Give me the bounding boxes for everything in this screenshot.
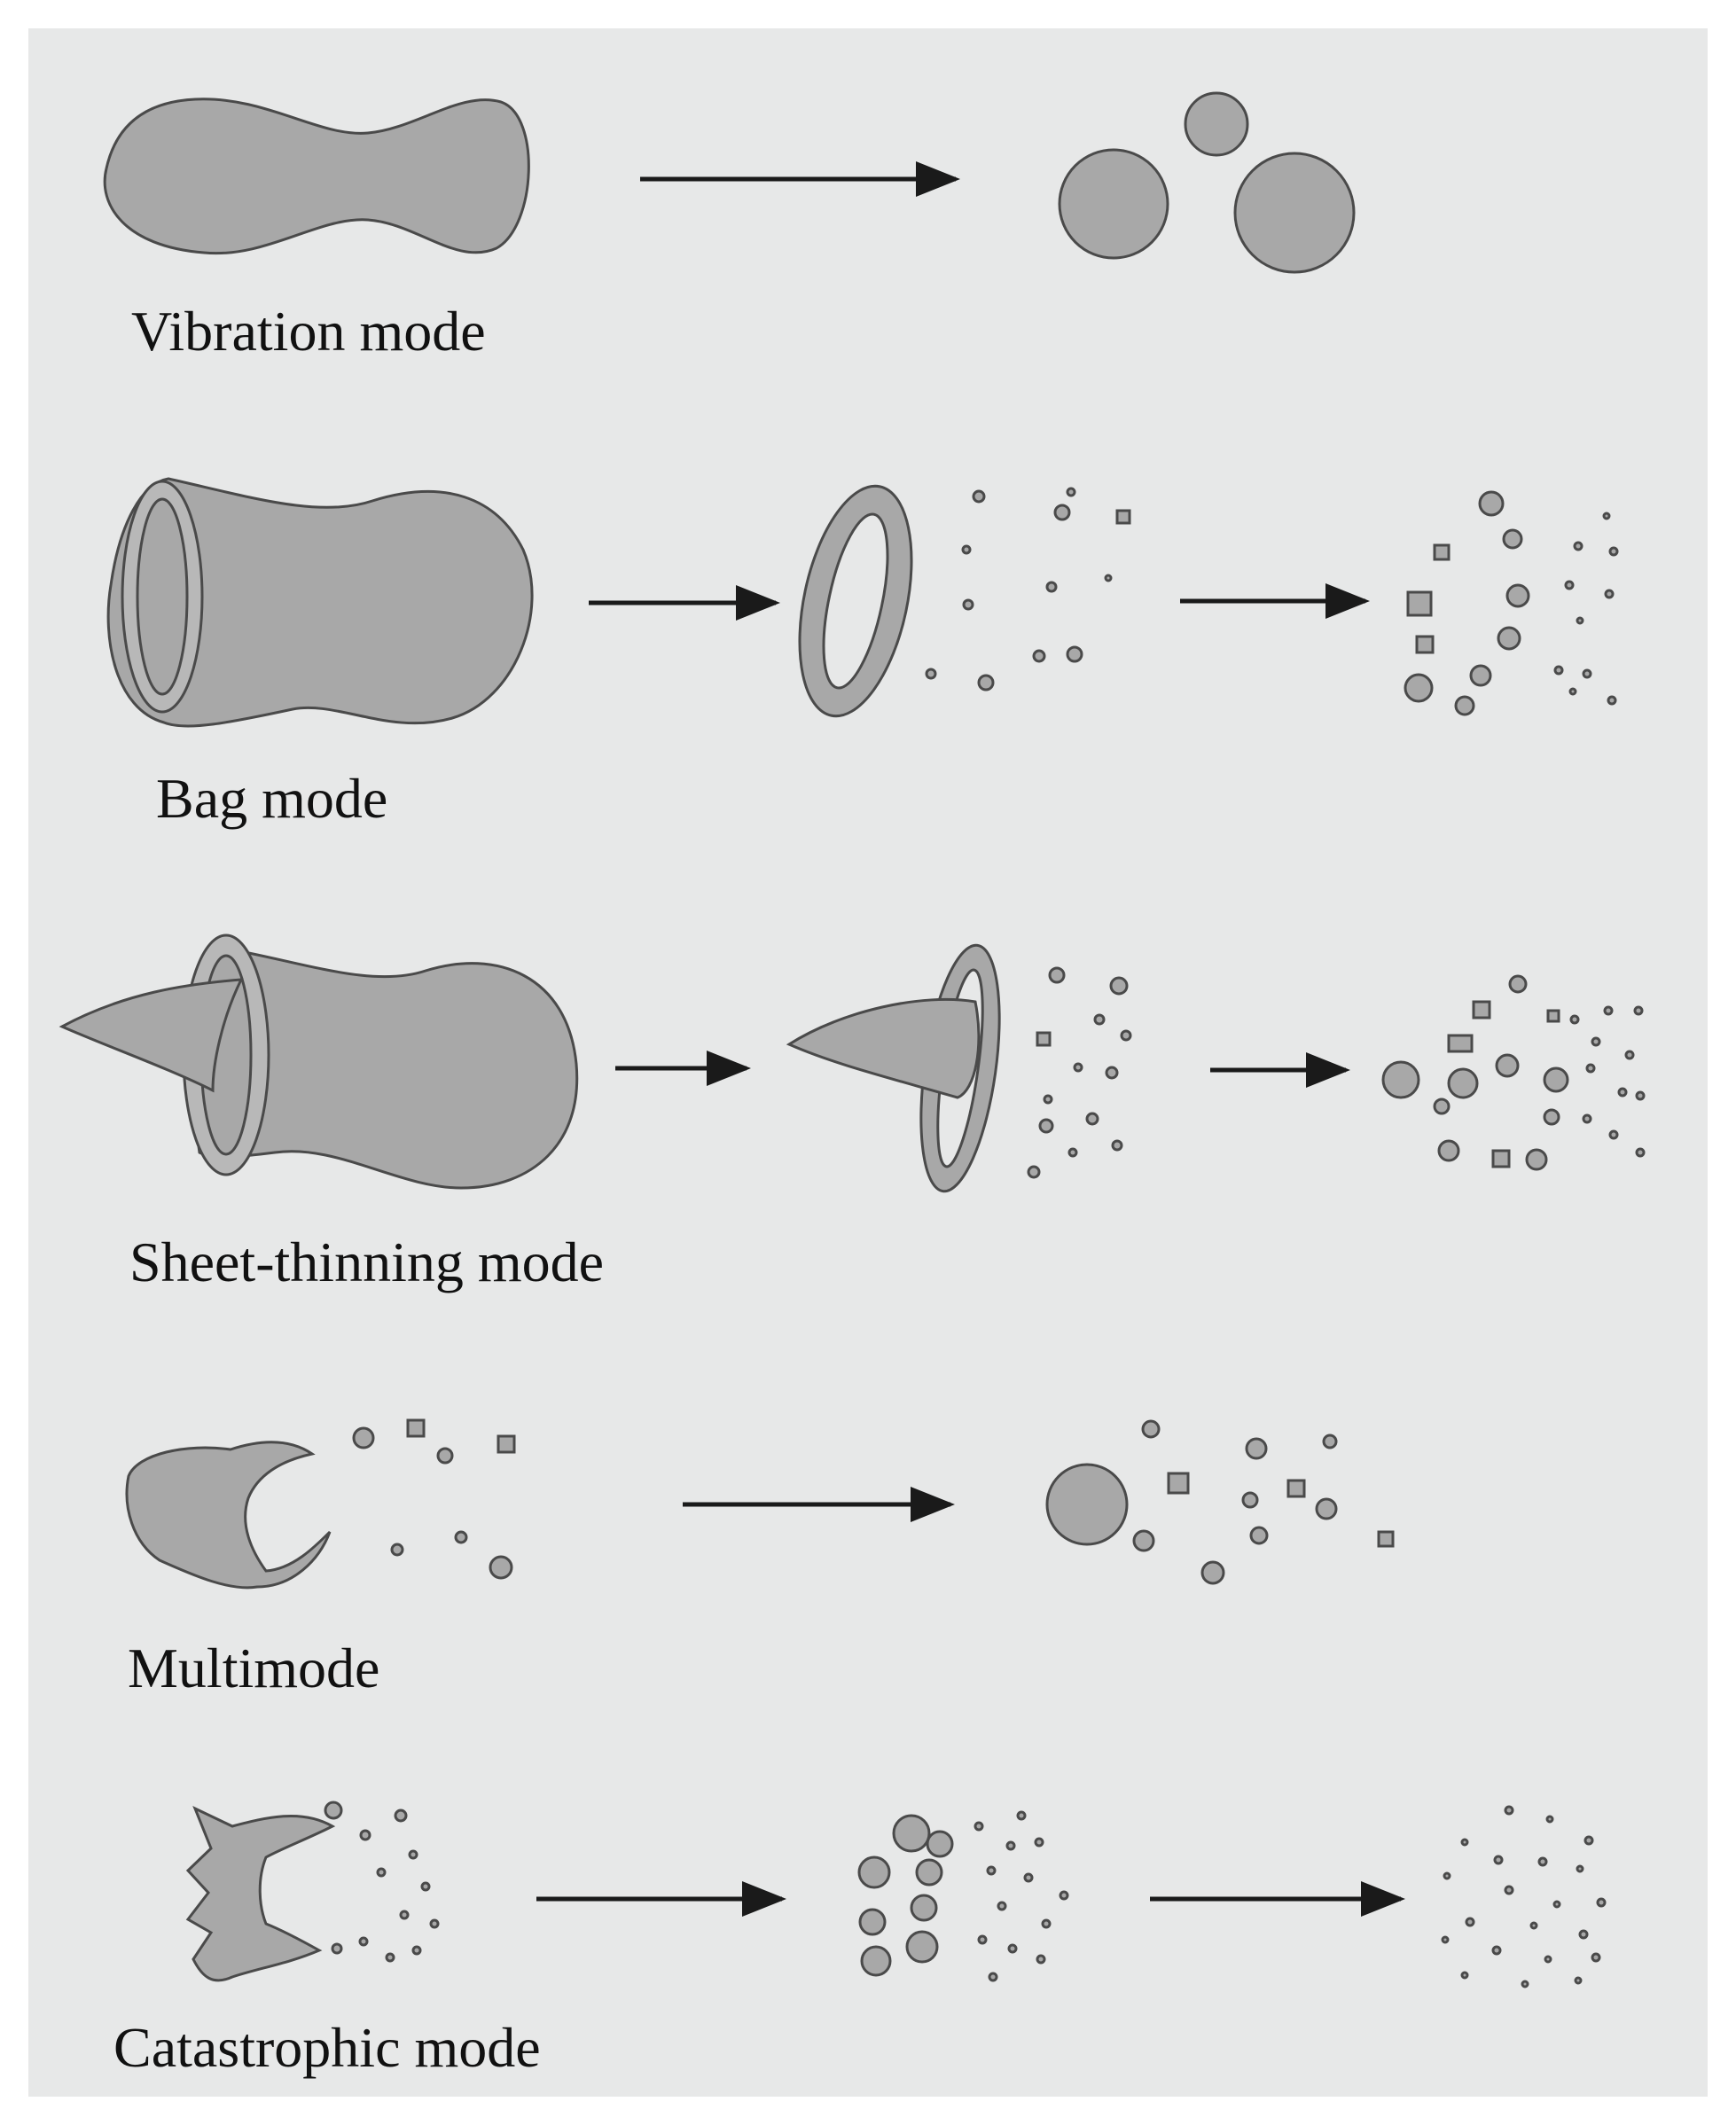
bag-droplet bbox=[106, 477, 534, 728]
multimode-fragments-stage2 bbox=[1132, 1419, 1395, 1585]
sheet-thinning-mode-row bbox=[59, 934, 1646, 1193]
catastrophic-fragments-stage1 bbox=[324, 1801, 440, 1963]
label-bag-mode: Bag mode bbox=[156, 767, 388, 830]
vibration-fragment-left bbox=[1058, 148, 1169, 260]
multimode-droplet-crescent bbox=[125, 1441, 332, 1590]
catastrophic-fragments-stage3 bbox=[1441, 1805, 1607, 1988]
catastrophic-fragments-stage2 bbox=[857, 1810, 1069, 1982]
vibration-droplet-deformed bbox=[103, 98, 530, 255]
label-catastrophic-mode: Catastrophic mode bbox=[113, 2016, 541, 2079]
vibration-fragment-right bbox=[1233, 152, 1356, 274]
multimode-row bbox=[125, 1418, 1395, 1590]
bag-ring-hole-stage2 bbox=[822, 512, 889, 690]
catastrophic-droplet-ragged bbox=[185, 1805, 336, 1982]
sheet-liquid-film bbox=[59, 978, 244, 1093]
label-multimode: Multimode bbox=[128, 1637, 380, 1699]
vibration-mode-row bbox=[103, 91, 1356, 274]
bag-fragments-stage2 bbox=[925, 487, 1131, 691]
multimode-fragments-stage1 bbox=[352, 1418, 516, 1580]
bag-fragments-stage3 bbox=[1404, 490, 1619, 716]
multimode-large-fragment bbox=[1045, 1463, 1129, 1546]
label-sheet-thinning-mode: Sheet-thinning mode bbox=[129, 1230, 605, 1293]
sheet-fragments-stage2 bbox=[1027, 966, 1132, 1179]
sheet-film-stage2 bbox=[786, 998, 981, 1099]
vibration-fragment-top bbox=[1184, 91, 1249, 157]
label-vibration-mode: Vibration mode bbox=[131, 300, 486, 363]
sheet-fragments-stage3 bbox=[1381, 974, 1646, 1171]
catastrophic-mode-row bbox=[185, 1801, 1607, 1988]
bag-rim-inner bbox=[136, 497, 189, 696]
sheet-droplet-body bbox=[191, 947, 579, 1190]
bag-mode-row bbox=[106, 477, 1619, 728]
